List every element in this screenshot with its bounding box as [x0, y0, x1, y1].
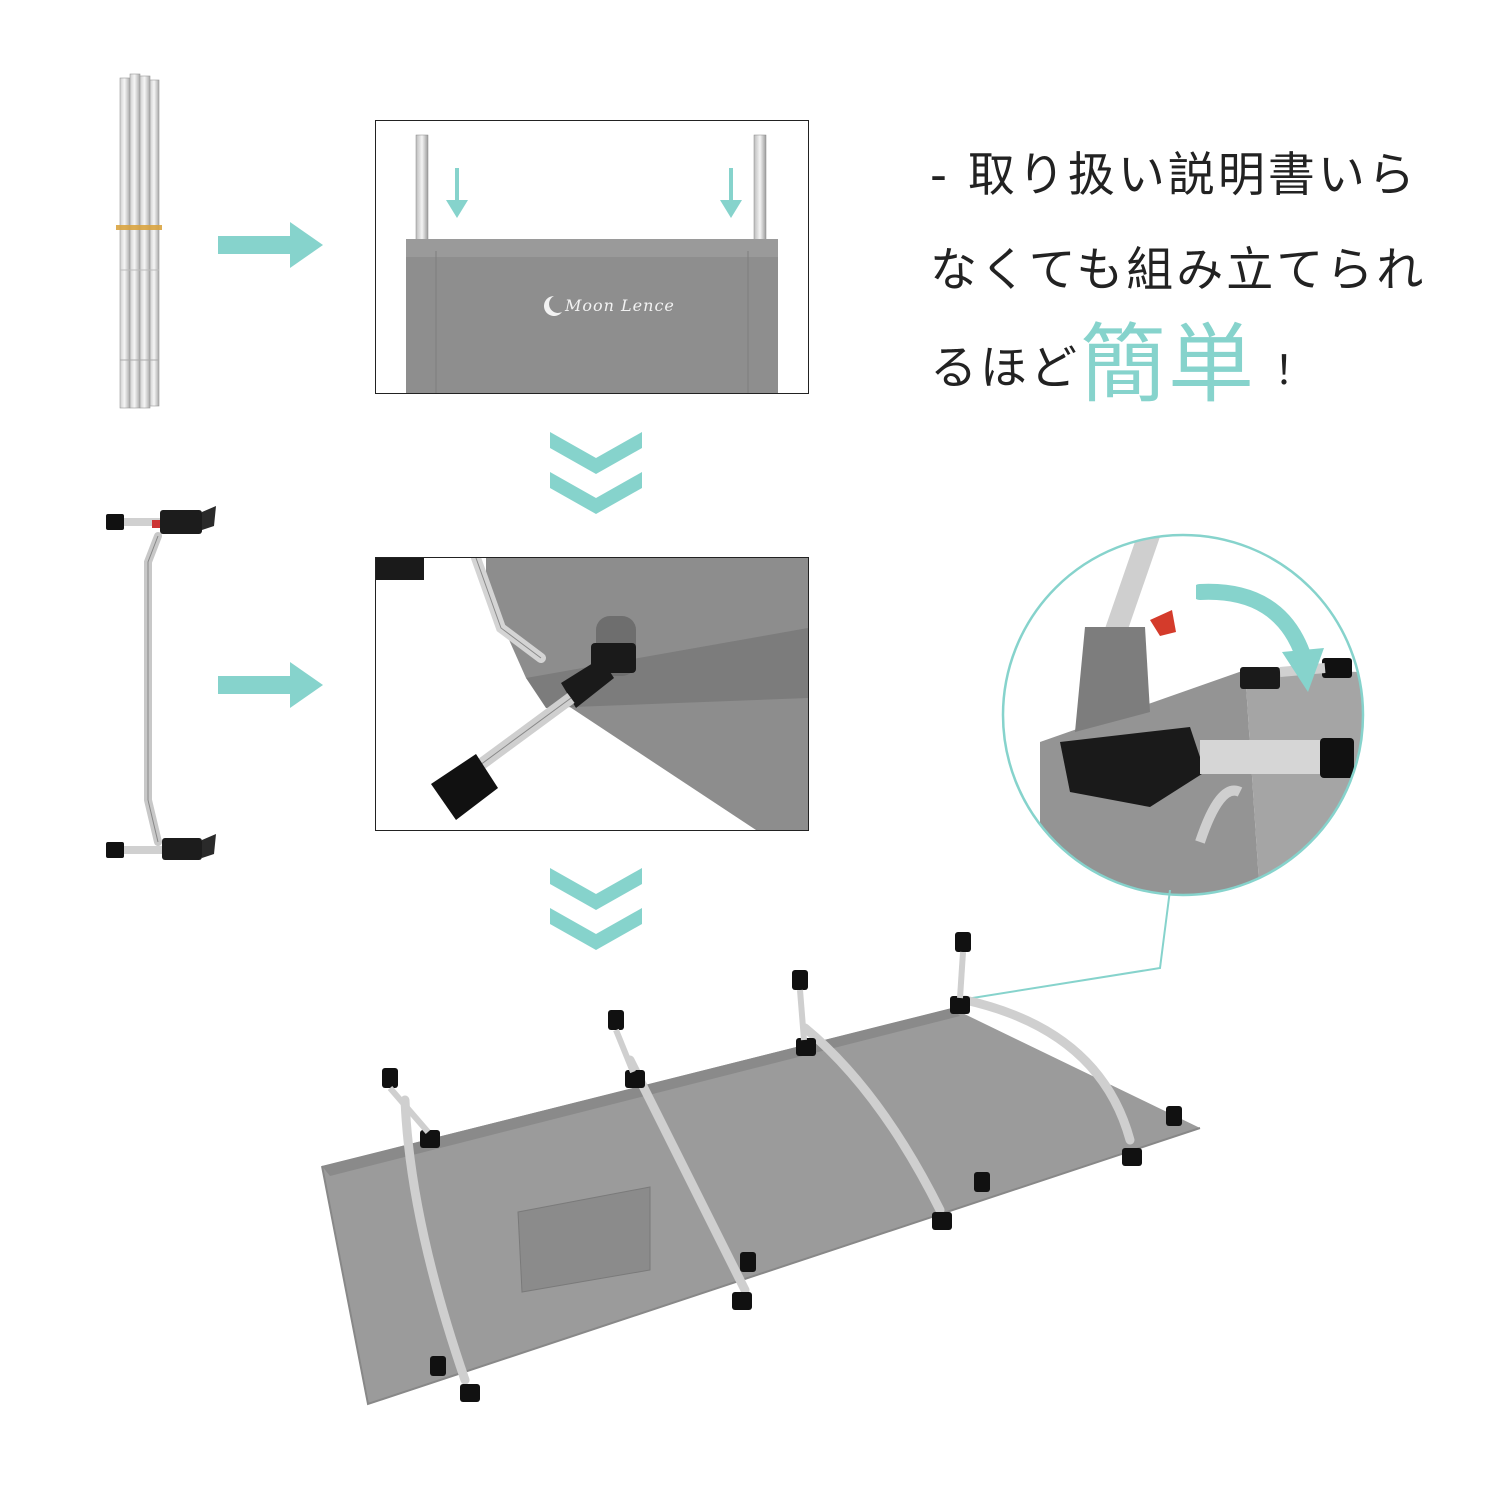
down-arrow-icon: [446, 168, 468, 218]
assembled-cot-image: [300, 920, 1220, 1420]
double-chevron-down-icon: [550, 432, 642, 518]
right-arrow-icon: [218, 662, 323, 708]
joint-detail-circle: [1000, 532, 1366, 898]
folded-poles-image: [108, 70, 168, 415]
fabric-sleeve-frame: [375, 120, 809, 394]
down-arrow-icon: [720, 168, 742, 218]
headline-line-3: るほど簡単 ！: [930, 318, 1490, 419]
detail-callout-line: [950, 890, 1180, 1010]
moon-logo-icon: [540, 294, 564, 316]
brand-logo: Moon Lence: [565, 296, 675, 315]
headline-accent: 簡単: [1080, 315, 1256, 415]
leg-attach-frame: [375, 557, 809, 831]
headline-line-3-prefix: るほど: [930, 341, 1080, 396]
right-arrow-icon: [218, 222, 323, 268]
double-chevron-down-icon: [550, 868, 642, 954]
headline-exclamation: ！: [1274, 348, 1317, 394]
headline: - 取り扱い説明書いら なくても組み立てられ るほど簡単 ！: [930, 128, 1490, 419]
leg-frame-image: [100, 500, 230, 870]
curved-arrow-icon: [1196, 578, 1326, 698]
headline-line-1: - 取り扱い説明書いら: [930, 148, 1418, 203]
headline-line-2: なくても組み立てられ: [930, 243, 1427, 298]
